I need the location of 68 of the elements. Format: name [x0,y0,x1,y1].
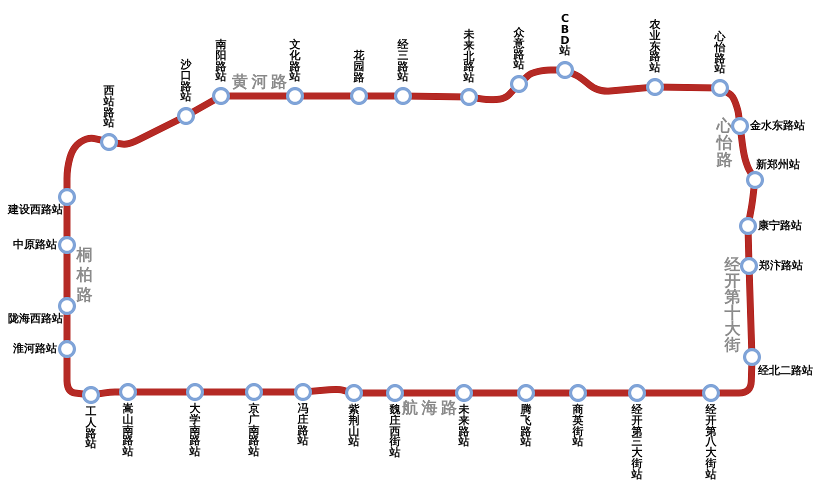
route-line [534,390,570,396]
station-name: 陇海西路站 [8,313,63,325]
road-name: 心怡路 [716,117,733,168]
station-name: 新郑州站 [756,159,800,171]
station-name: 沙口路站 [180,60,192,104]
road-name: 黄河路 [232,74,290,90]
route-line [746,274,756,350]
route-line [64,134,102,189]
road-name: 桐柏路 [76,245,93,305]
station-name: 腾飞路站 [520,405,532,448]
station-name: 经三路站 [397,40,409,84]
station-name: 冯庄路站 [297,404,309,448]
station-name: 南阳路站 [215,40,227,84]
station-name: 农业东路站 [649,20,661,74]
route-line [136,388,187,396]
station-name: 工人路站 [85,407,97,450]
station-name: 未来路站 [458,405,470,448]
route-line [367,92,395,100]
route-line [403,390,456,396]
station-name: 经开第八大街站 [705,405,717,481]
route-line [229,92,287,100]
station-name: 魏庄西街站 [389,405,401,459]
route-line [746,188,758,219]
station-name: 众意路站 [513,28,525,72]
station-name: 花园路 [353,51,365,84]
station-name: 金水东路站 [750,120,805,132]
station-name: 中原路站 [13,239,57,251]
route-line [744,234,752,258]
route-line [719,364,756,396]
route-line [410,92,462,100]
station-name: 郑汴路站 [759,260,803,272]
route-line [64,314,70,341]
station-name: 嵩山南路站 [122,404,134,458]
route-line [738,133,754,175]
station-name: 文化路站 [289,40,301,84]
station-name: 西站路站 [103,86,115,130]
station-name: 商英街站 [572,405,584,448]
station-name: 建设西路站 [8,204,63,216]
route-line [662,84,712,92]
station-name: CBD站 [559,14,571,58]
route-line [570,70,648,95]
route-line [362,390,387,396]
road-name: 经开第十大街 [724,257,741,353]
station-name: 经北二路站 [758,365,813,377]
station-name: 大学南路站 [189,404,201,458]
route-line [310,386,348,395]
route-line [472,390,518,396]
station-name: 淮河路站 [13,343,57,355]
route-line [262,388,295,396]
station-name: 心怡路站 [714,32,726,76]
route-line [203,388,246,396]
route-line [64,253,70,298]
station-name: 经开第三大街站 [631,405,643,481]
route-line [303,92,351,100]
station-name: 京广南路站 [248,404,260,458]
route-line [645,390,703,396]
route-line [724,89,742,119]
route-line [191,96,216,116]
route-line [98,388,120,398]
route-line [522,66,557,82]
station-name: 未来北路站 [463,30,475,84]
station-name: 紫荆山站 [348,405,360,448]
route-line [64,357,84,398]
route-line [586,390,629,396]
station-name: 康宁路站 [758,220,802,232]
route-line [64,205,70,237]
route-line [476,87,516,104]
route-line [116,116,180,148]
